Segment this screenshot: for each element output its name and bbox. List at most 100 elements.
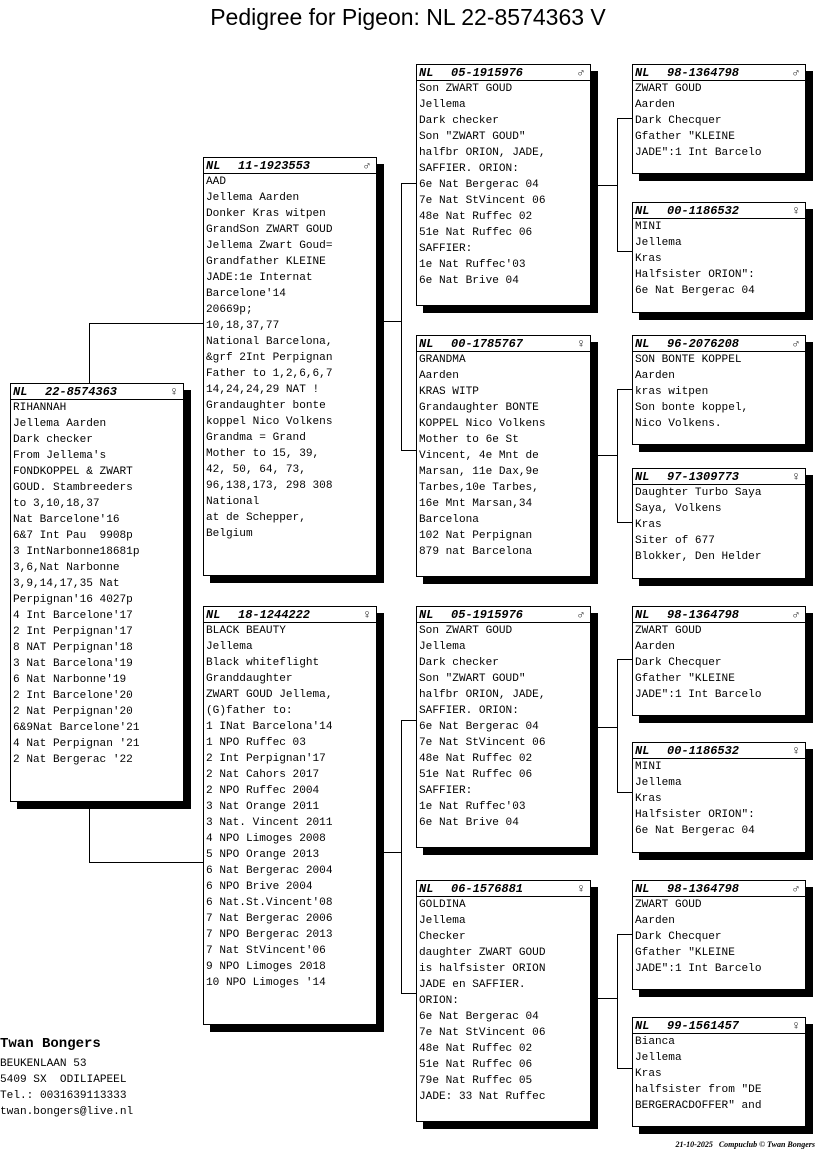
description-line: GrandSon ZWART GOUD [206,224,333,236]
description-line: 7e Nat StVincent 06 [419,737,546,749]
connector-line [591,998,617,999]
description-line: Jellema [419,641,466,653]
country-code: NL [635,336,650,351]
description-line: 51e Nat Ruffec 06 [419,1059,533,1071]
female-symbol-icon: ♀ [363,607,371,622]
description-line: 2 NPO Ruffec 2004 [206,785,320,797]
description-line: Gfather "KLEINE [635,673,735,685]
description-line: Tarbes,10e Tarbes, [419,482,539,494]
connector-line [401,450,416,451]
description-line: Belgium [206,528,253,540]
description-line: 5 NPO Orange 2013 [206,849,320,861]
description-line: JADE: 33 Nat Ruffec [419,1091,546,1103]
description-line: 1 INat Barcelona'14 [206,721,333,733]
connector-line [377,852,401,853]
description-line: kras witpen [635,386,709,398]
owner-address: BEUKENLAAN 53 [0,1058,87,1070]
description-line: Siter of 677 [635,535,715,547]
male-symbol-icon: ♂ [577,65,585,80]
description-line: SAFFIER: [419,243,473,255]
description-line: Kras [635,253,662,265]
connector-line [591,455,617,456]
description-line: ZWART GOUD [635,83,702,95]
connector-line [617,389,632,390]
description-line: 6e Nat Brive 04 [419,275,519,287]
description-line: halfbr ORION, JADE, [419,147,546,159]
ring-number: 97-1309773 [667,469,740,484]
description-line: Halfsister ORION": [635,809,755,821]
connector-line [617,934,632,935]
male-symbol-icon: ♂ [792,881,800,896]
description-line: Nat Barcelone'16 [13,514,120,526]
female-symbol-icon: ♀ [170,384,178,399]
connector-line [617,118,632,119]
description-line: 4 Int Barcelone'17 [13,610,133,622]
description-line: Jellema [419,915,466,927]
description-line: FONDKOPPEL & ZWART [13,466,133,478]
description-line: Mother to 15, 39, [206,448,320,460]
description-line: Perpignan'16 4027p [13,594,133,606]
description-line: 7 Nat Bergerac 2006 [206,913,333,925]
description-line: 6e Nat Bergerac 04 [419,721,539,733]
description-line: JADE:1e Internat [206,272,313,284]
description-line: 6e Nat Brive 04 [419,817,519,829]
description-line: Son "ZWART GOUD" [419,131,526,143]
description-line: 2 Nat Bergerac '22 [13,754,133,766]
description-line: ZWART GOUD [635,625,702,637]
connector-line [89,323,90,383]
ring-number: 96-2076208 [667,336,740,351]
ring-number: 05-1915976 [451,65,524,80]
female-symbol-icon: ♀ [577,881,585,896]
description-line: 8 NAT Perpignan'18 [13,642,133,654]
description-line: 48e Nat Ruffec 02 [419,211,533,223]
description-line: 42, 50, 64, 73, [206,464,306,476]
description-line: National Barcelona, [206,336,333,348]
connector-line [89,809,90,862]
page-title: Pedigree for Pigeon: NL 22-8574363 V [210,4,606,30]
description-line: ZWART GOUD Jellema, [206,689,333,701]
owner-info: Twan Bongers BEUKENLAAN 53 5409 SX ODILI… [0,1034,133,1120]
description-line: Dark Checquer [635,115,722,127]
description-line: 1e Nat Ruffec'03 [419,801,526,813]
description-line: RIHANNAH [13,402,67,414]
description-line: 3 Nat Orange 2011 [206,801,320,813]
description-line: 1e Nat Ruffec'03 [419,259,526,271]
description-line: Father to 1,2,6,6,7 [206,368,333,380]
description-line: Dark Checquer [635,931,722,943]
connector-line [401,183,416,184]
ring-number: 00-1186532 [667,743,740,758]
description-line: 6 Nat Bergerac 2004 [206,865,333,877]
description-line: Kras [635,519,662,531]
country-code: NL [635,607,650,622]
description-line: 51e Nat Ruffec 06 [419,769,533,781]
description-line: Daughter Turbo Saya [635,487,762,499]
description-line: 7 NPO Bergerac 2013 [206,929,333,941]
description-line: at de Schepper, [206,512,306,524]
description-line: Saya, Volkens [635,503,722,515]
description-line: Dark checker [13,434,93,446]
description-line: Kras [635,793,662,805]
description-line: AAD [206,176,226,188]
